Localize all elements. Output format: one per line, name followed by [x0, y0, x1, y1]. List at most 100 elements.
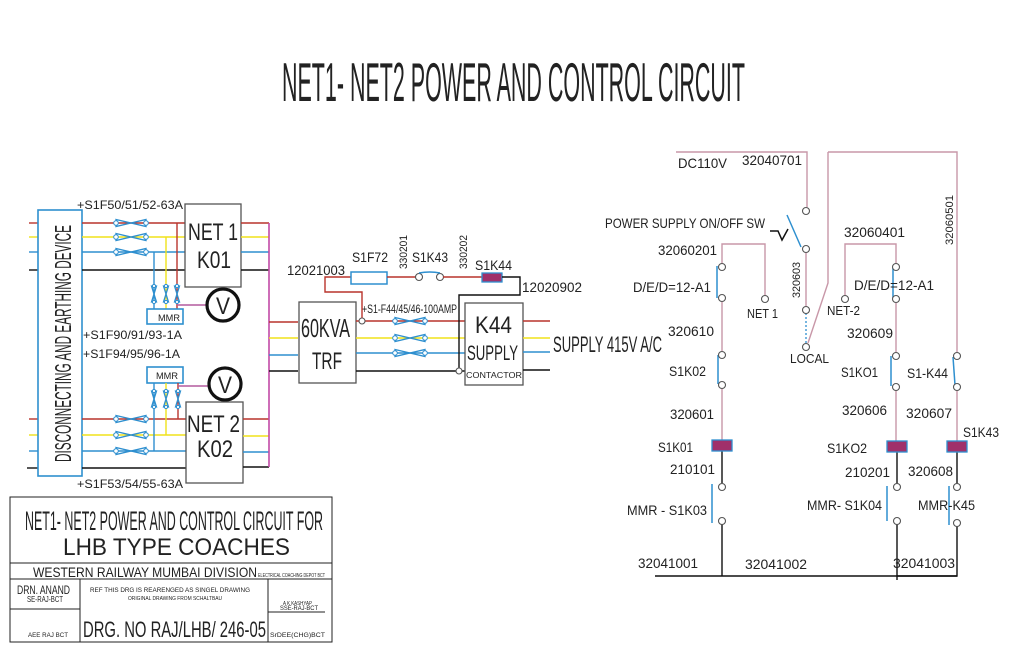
aux-contact-b — [435, 272, 445, 282]
wire-label: 320610 — [668, 323, 714, 339]
supply-label: DC110V — [678, 155, 728, 171]
wire-label: 210201 — [845, 464, 890, 480]
terminal — [891, 294, 901, 304]
control-circuit: DC110V 32040701 POWER SUPPLY ON/OFF SW 3… — [605, 151, 999, 580]
terminal — [801, 342, 811, 352]
terminal — [801, 244, 811, 254]
transformer-rating: 60KVA — [301, 313, 350, 343]
aux-wire-red — [324, 276, 363, 318]
voltmeter-1-label: V — [216, 293, 230, 320]
terminal — [840, 294, 850, 304]
net1-label: NET 1 — [188, 219, 238, 246]
s1-k44-contact — [952, 356, 956, 386]
contact-label: S1KO1 — [841, 364, 878, 380]
k44-label: K44 — [475, 312, 512, 339]
incoming-stubs — [27, 222, 38, 469]
net2-selector-label: NET-2 — [827, 303, 860, 318]
title-block-heading: NET1- NET2 POWER AND CONTROL CIRCUIT FOR — [25, 506, 323, 536]
checked-by-post: SSE-RAJ-BCT — [280, 606, 318, 612]
wire-label: 32060201 — [658, 242, 717, 258]
wire-label: 320609 — [847, 325, 893, 341]
coil-s1ko2 — [886, 440, 908, 453]
contact-label: MMR- S1K04 — [807, 497, 882, 513]
transformer-box — [298, 301, 357, 384]
aux-fuse-label: S1F72 — [352, 249, 388, 265]
terminals — [717, 206, 962, 528]
aux-coil-s1k44 — [481, 272, 503, 283]
net1-contactor-box — [184, 203, 242, 288]
terminal — [717, 262, 727, 272]
disconnector-label: DISCONNECTING AND EARTHING DEVICE — [50, 225, 76, 462]
wire-label: 320608 — [908, 463, 953, 479]
mmr-box-1 — [146, 308, 184, 325]
wire-label: 320606 — [842, 402, 887, 418]
k44-supply-label: SUPPLY — [467, 342, 518, 365]
terminal — [760, 294, 770, 304]
aux-coil-label: S1K44 — [475, 257, 512, 273]
return-wire-label: 32041002 — [745, 556, 807, 572]
terminal — [717, 516, 727, 526]
net1-selector-label: NET 1 — [747, 306, 778, 321]
checked-by: A K KASHYAP — [283, 601, 313, 607]
aux-switch-label: S1K43 — [412, 249, 448, 265]
mmr-box-2 — [146, 366, 184, 384]
depot-label: ELECTRICAL COACHING DEPOT BCT — [258, 573, 325, 579]
ded-label-mid: D/E/D=12-A1 — [854, 277, 934, 293]
contact-label: MMR - S1K03 — [627, 502, 707, 518]
authority-label: SrDEE(CHG)BCT — [270, 633, 325, 639]
terminal — [891, 382, 901, 392]
net2-label: NET 2 — [187, 411, 240, 438]
net2-contactor-id: K02 — [197, 436, 233, 463]
approved-post: AEE RAJ BCT — [28, 633, 68, 639]
wire-label: 210101 — [670, 461, 715, 477]
drawing-number: DRG. NO RAJ/LHB/ 246-05 — [83, 617, 266, 642]
coil-label: S1K43 — [963, 424, 999, 440]
ref-note: REF THIS DRG IS REARENGED AS SINGEL DRAW… — [90, 588, 250, 594]
terminal — [892, 482, 902, 492]
power-circuit: DISCONNECTING AND EARTHING DEVICE +S1F50… — [27, 198, 662, 491]
fuse-label-mmr1: +S1F90/91/93-1A — [83, 328, 182, 342]
voltmeter-2 — [207, 366, 243, 402]
fuse-label-net1: +S1F50/51/52-63A — [77, 198, 183, 212]
contact-label: S1K02 — [669, 363, 706, 379]
ctrl-return-wire — [828, 151, 958, 352]
voltmeter-2-label: V — [218, 372, 232, 399]
terminal — [717, 482, 727, 492]
drawn-by: DRN. ANAND — [17, 583, 70, 597]
ded-label-left: D/E/D=12-A1 — [633, 279, 711, 295]
terminal — [801, 206, 811, 216]
fuse-label-net2: +S1F53/54/55-63A — [77, 477, 183, 491]
terminal — [952, 351, 962, 361]
contact-label: MMR-K45 — [918, 497, 975, 513]
aux-contact-a — [414, 272, 424, 282]
terminal — [891, 262, 901, 272]
terminal — [952, 482, 962, 492]
terminal — [717, 350, 727, 360]
aux-switch-s1k43 — [418, 271, 441, 274]
net1-contactor-id: K01 — [197, 247, 231, 274]
mmr-label-1: MMR — [158, 313, 181, 323]
return-wire-label: 32041003 — [893, 555, 955, 571]
voltmeter-1 — [205, 287, 241, 323]
ctrl-supply-wire — [676, 151, 808, 207]
coil-label: S1KO2 — [827, 440, 867, 456]
contact-label: S1-K44 — [907, 365, 948, 381]
ref-source: ORIGINAL DRAWING FROM SCHALTBAU — [128, 596, 222, 602]
aux-wire-out-label: 12020902 — [522, 279, 582, 295]
wire-label: 32040701 — [742, 152, 802, 168]
terminal — [717, 380, 727, 390]
k44-contactor-label: CONTACTOR — [466, 371, 522, 380]
ctrl-local-wire — [807, 152, 829, 344]
fuse-label-trf: +S1-F44/45/46-100AMP — [362, 302, 457, 316]
aux-wire-b-label: 330202 — [458, 235, 470, 269]
ctrl-left-top-wire — [721, 243, 766, 296]
k44-contactor-box — [464, 302, 524, 386]
terminal — [952, 382, 962, 392]
title-block-subheading: LHB TYPE COACHES — [63, 534, 290, 561]
page-title: NET1- NET2 POWER AND CONTROL CIRCUIT — [282, 51, 745, 113]
division-label: WESTERN RAILWAY MUMBAI DIVISION — [33, 564, 257, 580]
title-block-frame — [9, 496, 333, 643]
coil-s1k43 — [946, 440, 968, 453]
coil-s1k01 — [711, 439, 733, 452]
